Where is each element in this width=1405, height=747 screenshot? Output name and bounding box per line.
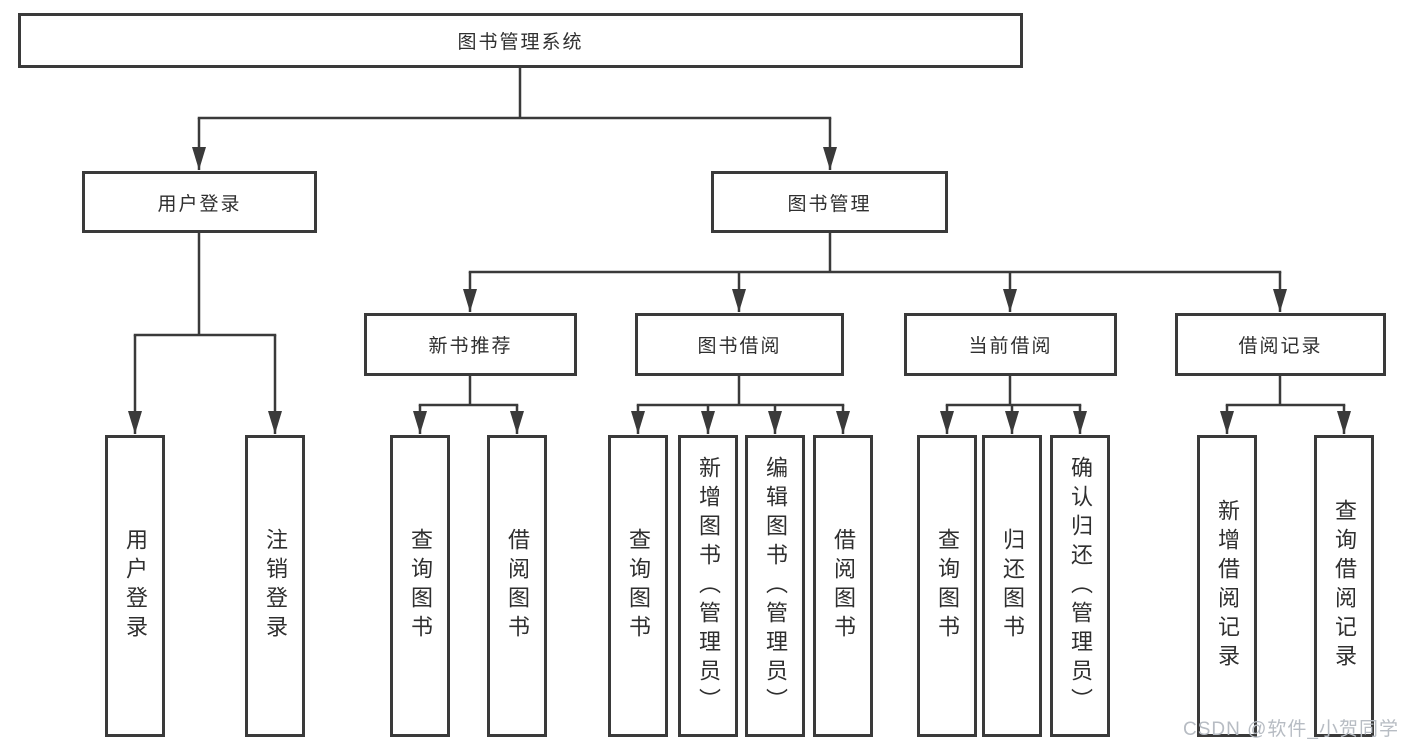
leaf-logout: 注销登录 [245,435,305,737]
node-label: 新增借阅记录 [1215,499,1240,673]
leaf-bb-borrow-books: 借阅图书 [813,435,873,737]
node-label: 借阅图书 [505,528,530,644]
node-label: 图书管理 [787,193,872,215]
node-label: 新书推荐 [428,336,513,357]
node-label: 确认归还（管理员） [1068,455,1093,717]
leaf-cb-query-books: 查询图书 [917,435,977,737]
leaf-cb-confirm-return-admin: 确认归还（管理员） [1050,435,1110,737]
leaf-bb-edit-books-admin: 编辑图书（管理员） [745,435,805,737]
node-label: 用户登录 [123,528,148,644]
node-user-login: 用户登录 [82,171,317,233]
node-label: 借阅图书 [831,528,856,644]
node-label: 用户登录 [157,193,242,215]
leaf-br-query-record: 查询借阅记录 [1314,435,1374,737]
leaf-bb-add-books-admin: 新增图书（管理员） [678,435,738,737]
node-label: 新增图书（管理员） [696,455,721,717]
node-label: 查询图书 [408,528,433,644]
leaf-cb-return-books: 归还图书 [982,435,1042,737]
node-book-management: 图书管理 [711,171,948,233]
leaf-rec-query-books: 查询图书 [390,435,450,737]
node-current-borrow: 当前借阅 [904,313,1117,376]
watermark-text: CSDN @软件_小贺同学 [1183,719,1399,740]
node-borrow-records: 借阅记录 [1175,313,1386,376]
node-new-book-recommend: 新书推荐 [364,313,577,376]
node-label: 图书借阅 [697,336,782,357]
leaf-br-add-record: 新增借阅记录 [1197,435,1257,737]
leaf-user-login: 用户登录 [105,435,165,737]
node-label: 当前借阅 [968,336,1053,357]
node-book-borrow: 图书借阅 [635,313,844,376]
node-label: 图书管理系统 [457,32,584,53]
node-label: 查询借阅记录 [1332,499,1357,673]
node-label: 编辑图书（管理员） [763,455,788,717]
node-root: 图书管理系统 [18,13,1023,68]
leaf-bb-query-books: 查询图书 [608,435,668,737]
node-label: 注销登录 [263,528,288,644]
leaf-rec-borrow-books: 借阅图书 [487,435,547,737]
node-label: 归还图书 [1000,528,1025,644]
node-label: 借阅记录 [1238,336,1323,357]
node-label: 查询图书 [626,528,651,644]
node-label: 查询图书 [935,528,960,644]
